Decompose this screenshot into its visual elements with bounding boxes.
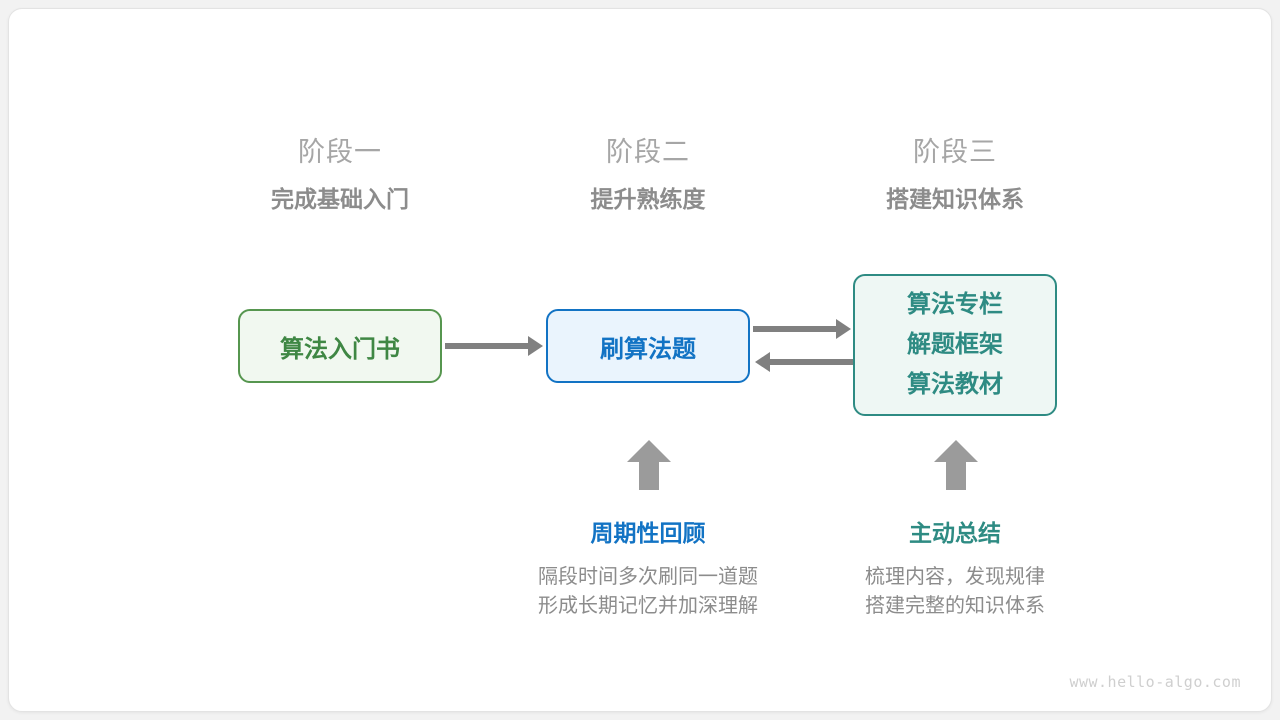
annotation-summary-description: 梳理内容，发现规律 搭建完整的知识体系 — [795, 563, 1115, 621]
stage-header-one: 阶段一 完成基础入门 — [210, 135, 470, 215]
up-arrow-icon-summary — [933, 439, 979, 491]
node-book-label: 算法入门书 — [280, 335, 400, 363]
watermark: www.hello-algo.com — [1069, 673, 1241, 691]
arrow-practice-to-system-icon — [753, 319, 851, 339]
node-algorithm-intro-book[interactable]: 算法入门书 — [238, 309, 442, 383]
stage-two-title: 阶段二 — [606, 137, 690, 167]
annotation-review-description: 隔段时间多次刷同一道题 形成长期记忆并加深理解 — [488, 563, 808, 621]
annotation-review-description-line-1: 隔段时间多次刷同一道题 — [538, 566, 758, 588]
stage-one-title: 阶段一 — [298, 137, 382, 167]
node-system-label-3: 算法教材 — [907, 371, 1003, 398]
annotation-review-title: 周期性回顾 — [590, 520, 706, 546]
annotation-periodic-review: 周期性回顾 隔段时间多次刷同一道题 形成长期记忆并加深理解 — [488, 518, 808, 621]
node-practice-label: 刷算法题 — [600, 335, 696, 363]
annotation-summary-description-line-1: 梳理内容，发现规律 — [865, 566, 1045, 588]
stage-two-subtitle: 提升熟练度 — [590, 186, 706, 212]
node-system-label-2: 解题框架 — [907, 331, 1003, 358]
node-practice-problems[interactable]: 刷算法题 — [546, 309, 750, 383]
diagram-card: 阶段一 完成基础入门 阶段二 提升熟练度 阶段三 搭建知识体系 算法入门书 刷算… — [8, 8, 1272, 712]
stage-header-two: 阶段二 提升熟练度 — [518, 135, 778, 215]
annotation-summary-title: 主动总结 — [909, 520, 1001, 546]
node-system-label-1: 算法专栏 — [907, 291, 1003, 318]
stage-header-three: 阶段三 搭建知识体系 — [825, 135, 1085, 215]
node-knowledge-system[interactable]: 算法专栏 解题框架 算法教材 — [853, 274, 1057, 416]
arrow-system-to-practice-icon — [755, 352, 853, 372]
stage-one-subtitle: 完成基础入门 — [271, 186, 409, 212]
stage-three-title: 阶段三 — [913, 137, 997, 167]
annotation-active-summary: 主动总结 梳理内容，发现规律 搭建完整的知识体系 — [795, 518, 1115, 621]
up-arrow-icon-review — [626, 439, 672, 491]
arrow-book-to-practice-icon — [445, 336, 543, 356]
annotation-review-description-line-2: 形成长期记忆并加深理解 — [538, 595, 758, 617]
annotation-summary-description-line-2: 搭建完整的知识体系 — [865, 595, 1045, 617]
stage-three-subtitle: 搭建知识体系 — [886, 186, 1024, 212]
